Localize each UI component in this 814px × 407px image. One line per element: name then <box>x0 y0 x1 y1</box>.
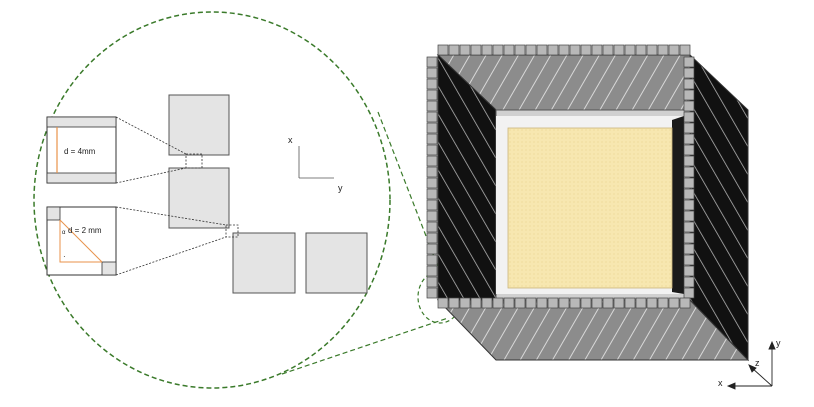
right-segments <box>683 56 695 299</box>
gap-label-4mm: d = 4mm <box>64 147 96 156</box>
inset-gap-2mm: d = 2 mm α · <box>46 206 117 276</box>
tile-3 <box>232 232 296 294</box>
core-region <box>507 127 673 289</box>
zoom-connector-bottom <box>281 317 449 375</box>
gap-label-2mm: d = 2 mm <box>68 226 102 235</box>
angle-label-dot: · <box>63 252 66 261</box>
inset-top-leader-2 <box>115 167 187 184</box>
main-axes <box>726 340 776 390</box>
angle-label-alpha: α <box>62 230 66 236</box>
tile-1 <box>168 94 230 156</box>
tile-2 <box>168 167 230 229</box>
inset-top-leader-1 <box>115 116 187 155</box>
inner-frame-shadow <box>672 116 684 294</box>
main-axis-x-label: x <box>718 378 723 388</box>
inset-axis-x-label: x <box>288 135 293 145</box>
inset-bottom-leader-2 <box>115 236 227 276</box>
inset-axes: x y <box>288 135 343 193</box>
tile-array <box>168 94 368 294</box>
zoom-ellipse <box>33 11 391 389</box>
tile-4 <box>305 232 368 294</box>
gap-marker-top <box>185 153 203 169</box>
main-axis-z-label: z <box>755 358 760 368</box>
inset-axis-y-label: y <box>338 183 343 193</box>
inset-gap-4mm: d = 4mm <box>46 116 117 184</box>
gap-marker-bottom <box>225 224 239 238</box>
bottom-segments <box>437 297 691 309</box>
detector-module <box>426 44 750 362</box>
top-segments <box>437 44 691 56</box>
left-segments <box>426 56 438 299</box>
main-axis-y-label: y <box>776 338 781 348</box>
inset-bottom-leader-1 <box>115 206 227 226</box>
